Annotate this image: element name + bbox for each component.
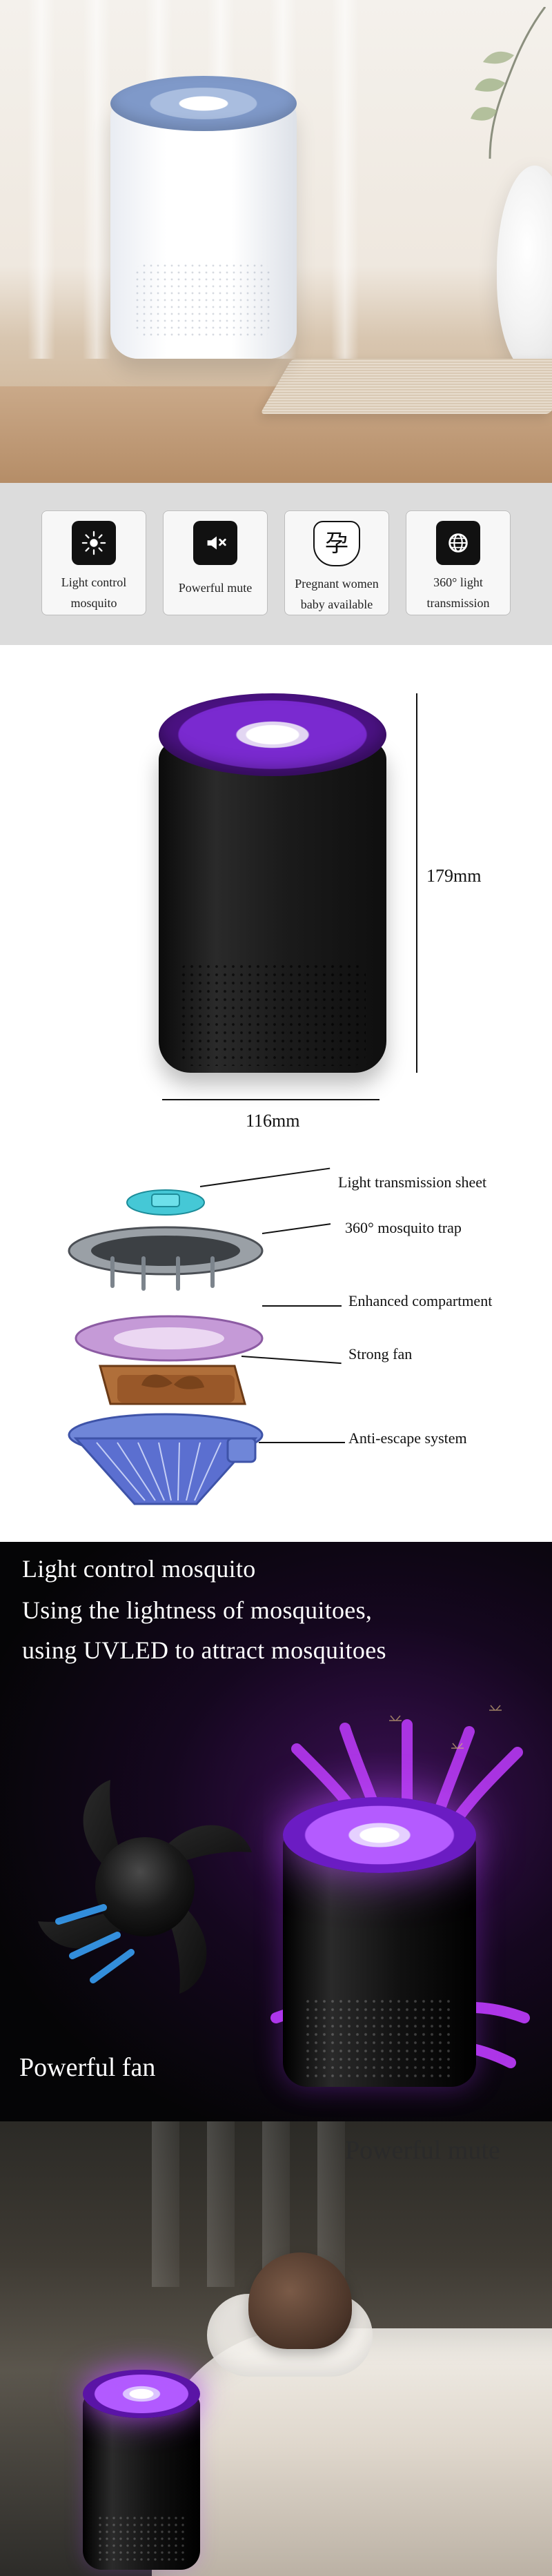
- feature-label-line-2: baby available: [300, 597, 373, 611]
- light-control-section: Light control mosquito Using the lightne…: [0, 1542, 552, 2121]
- feature-label: Powerful mute: [167, 577, 264, 598]
- curtain-fold: [83, 0, 110, 359]
- feature-row: Light control mosquito Powerful mute 孕: [41, 511, 511, 615]
- device-body: [110, 97, 297, 359]
- curtain-fold: [28, 0, 55, 359]
- mosquito-icon: [451, 1743, 464, 1749]
- callout-line: [259, 1442, 345, 1443]
- feature-label: 360° light transmission: [410, 572, 506, 613]
- sun-icon: [72, 521, 116, 565]
- feature-card-pregnant-women-baby: 孕 Pregnant women baby available: [284, 511, 389, 615]
- device-vent-dots: [134, 262, 272, 338]
- light-control-title: Light control mosquito: [22, 1555, 256, 1583]
- black-mosquito-lamp: [152, 693, 393, 1073]
- globe-icon: [436, 521, 480, 565]
- mosquito-icon: [489, 1705, 502, 1711]
- feature-label-line-2: transmission: [426, 596, 490, 610]
- exploded-parts-illustration: [68, 1189, 264, 1505]
- callout-enhanced-compartment: Enhanced compartment: [348, 1292, 493, 1309]
- feature-card-powerful-mute: Powerful mute: [163, 511, 268, 615]
- light-control-line-1: Using the lightness of mosquitoes,: [22, 1596, 373, 1624]
- fan-illustration: [38, 1780, 252, 1994]
- feature-label-line-1: Light control: [61, 575, 127, 589]
- exploded-view-section: Light transmission sheet 360° mosquito t…: [0, 1156, 552, 1542]
- width-dimension-label: 116mm: [246, 1111, 300, 1131]
- light-control-line-2: using UVLED to attract mosquitoes: [22, 1636, 386, 1664]
- glowing-mosquito-lamp: [269, 1770, 490, 2087]
- plant-branch-illustration: [471, 7, 546, 159]
- speaker-muted-icon: [193, 521, 237, 565]
- device-vent-dots: [97, 2515, 186, 2563]
- feature-label-line-1: Pregnant women: [295, 577, 379, 591]
- callout-line: [262, 1305, 342, 1307]
- height-dimension-line: [416, 693, 417, 1073]
- dimensions-section: 179mm 116mm: [0, 645, 552, 1156]
- callout-light-transmission-sheet: Light transmission sheet: [338, 1173, 487, 1191]
- table-cloth: [259, 359, 552, 414]
- pregnant-symbol-icon: 孕: [313, 521, 360, 566]
- device-vent-dots: [179, 962, 366, 1066]
- vase-decoration: [497, 166, 552, 373]
- device-vent-dots: [304, 1997, 455, 2080]
- feature-label: Pregnant women baby available: [288, 573, 385, 615]
- curtain-fold: [331, 0, 359, 359]
- device-top-grille: [110, 76, 297, 131]
- height-dimension-label: 179mm: [426, 866, 482, 886]
- hero-banner: [0, 0, 552, 483]
- width-dimension-line: [162, 1099, 379, 1100]
- window-panel: [207, 2121, 235, 2287]
- device-body: [83, 2394, 200, 2570]
- speaker-muted-icon-svg: [207, 536, 226, 550]
- device-top-glow: [83, 2370, 200, 2418]
- callout-strong-fan: Strong fan: [348, 1345, 413, 1363]
- mosquito-icon: [389, 1715, 402, 1721]
- features-strip: Light control mosquito Powerful mute 孕: [0, 483, 552, 645]
- feature-card-light-control: Light control mosquito: [41, 511, 146, 615]
- feature-label: Light control mosquito: [46, 572, 142, 613]
- callout-anti-escape-system: Anti-escape system: [348, 1429, 467, 1447]
- feature-label-line-1: Powerful mute: [178, 581, 253, 595]
- feature-label-line-2: mosquito: [70, 596, 117, 610]
- device-top-glow: [283, 1797, 476, 1873]
- globe-icon-svg: [448, 533, 468, 553]
- powerful-fan-label: Powerful fan: [19, 2053, 156, 2082]
- callout-360-mosquito-trap: 360° mosquito trap: [345, 1219, 462, 1236]
- window-panel: [152, 2121, 179, 2287]
- powerful-mute-section: Powerful mute: [0, 2121, 552, 2576]
- sun-icon-svg: [81, 531, 106, 555]
- pregnant-glyph: 孕: [325, 530, 348, 557]
- sleeping-person: [248, 2252, 352, 2349]
- powerful-mute-title: Powerful mute: [345, 2136, 500, 2165]
- device-top-grille: [159, 693, 386, 776]
- device-body: [283, 1832, 476, 2087]
- feature-card-360-light: 360° light transmission: [406, 511, 511, 615]
- feature-label-line-1: 360° light: [433, 575, 483, 589]
- white-mosquito-lamp: [110, 76, 297, 366]
- mosquito-lamp-at-night: [76, 2356, 207, 2570]
